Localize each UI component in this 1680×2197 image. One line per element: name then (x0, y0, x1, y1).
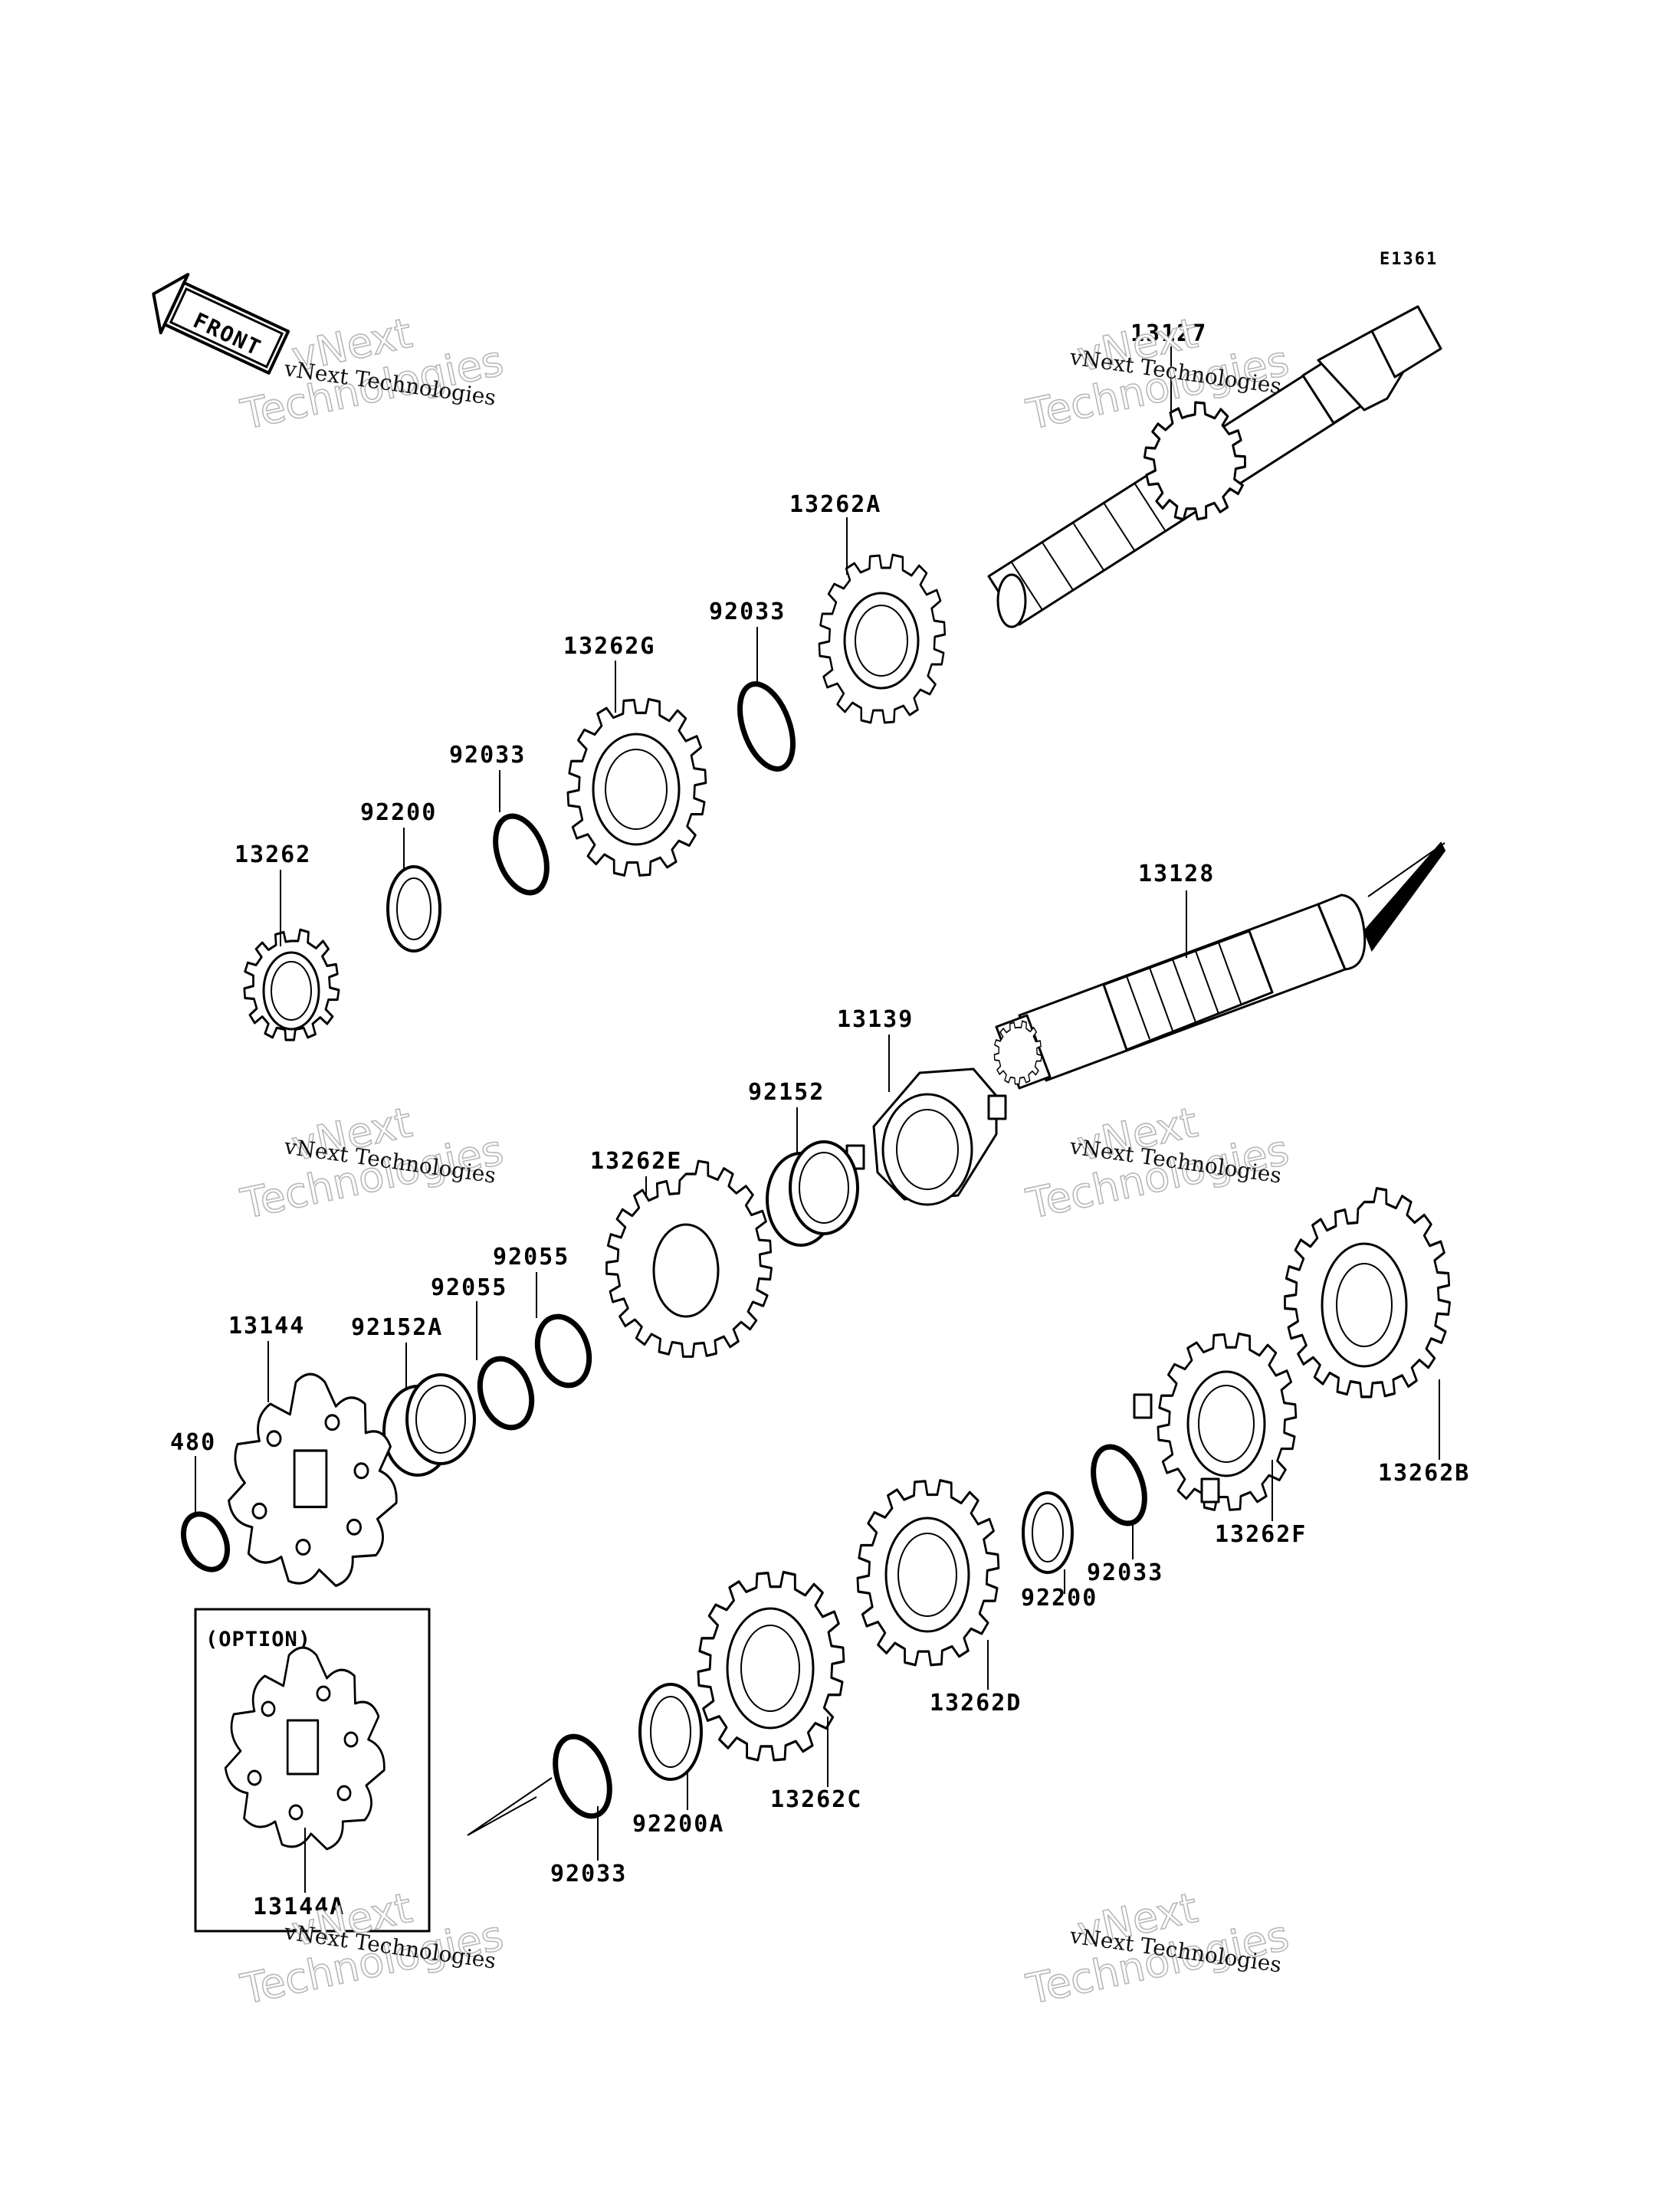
circlip-92033-b (493, 813, 550, 896)
label-13262c: 13262C (770, 1786, 862, 1813)
label-92033-d: 92033 (550, 1861, 627, 1887)
oring-92055-b (477, 1356, 535, 1431)
washer-92200-a (386, 865, 441, 953)
bushing-92152 (766, 1140, 859, 1247)
label-13262: 13262 (235, 841, 311, 868)
label-13127: 13127 (1130, 320, 1207, 347)
drive-shaft-13128 (995, 841, 1446, 1090)
option-box (194, 1608, 431, 1933)
label-13139: 13139 (837, 1006, 914, 1033)
label-13144a: 13144A (253, 1894, 345, 1920)
label-92200a: 92200A (632, 1811, 724, 1838)
circlip-92033-a (737, 681, 796, 772)
label-92200-a: 92200 (360, 799, 437, 826)
circlip-480 (180, 1511, 231, 1572)
sprocket-13144 (228, 1372, 398, 1587)
drawing-code: E1361 (1380, 250, 1438, 269)
washer-92200-b (1022, 1491, 1074, 1574)
label-92055-a: 92055 (493, 1244, 569, 1271)
label-92033-a: 92033 (709, 598, 786, 625)
collar-92152a (382, 1373, 476, 1477)
option-label: (OPTION) (205, 1628, 311, 1651)
label-13262a: 13262A (789, 491, 881, 518)
gear-13139 (845, 1067, 1007, 1206)
label-92152: 92152 (748, 1079, 825, 1106)
label-13262e: 13262E (590, 1148, 682, 1175)
label-13128: 13128 (1138, 861, 1215, 887)
label-13262g: 13262G (563, 633, 655, 660)
label-92033-c: 92033 (1087, 1559, 1163, 1586)
label-92055-b: 92055 (431, 1274, 507, 1301)
leader-lines (195, 346, 1440, 1893)
label-92200-b: 92200 (1021, 1585, 1098, 1612)
label-13262f: 13262F (1215, 1521, 1307, 1548)
label-92152a: 92152A (351, 1314, 443, 1341)
front-arrow-icon (152, 273, 290, 375)
circlip-92033-c (1091, 1444, 1147, 1526)
oring-92055-a (534, 1313, 592, 1389)
label-13262d: 13262D (930, 1690, 1022, 1717)
label-480: 480 (170, 1429, 216, 1456)
label-13144: 13144 (228, 1313, 305, 1340)
washer-92200a (638, 1683, 703, 1781)
label-13262b: 13262B (1378, 1460, 1470, 1487)
sprocket-13144a (224, 1646, 386, 1851)
label-92033-b: 92033 (449, 742, 526, 769)
part-labels: 13127 13262A 92033 13262G 92033 92200 13… (170, 320, 1470, 1920)
circlip-92033-d (553, 1733, 612, 1819)
